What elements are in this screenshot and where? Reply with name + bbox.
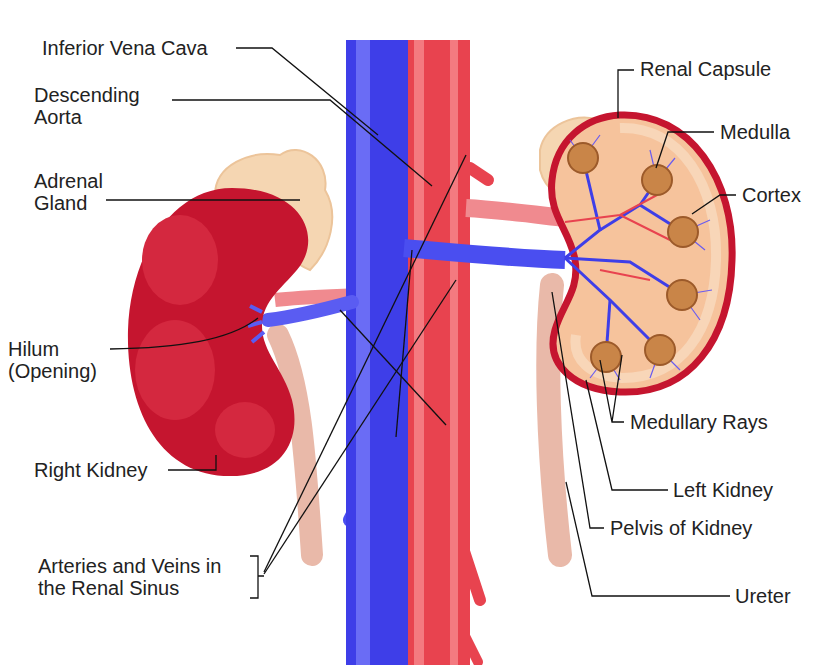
part-label: Pelvis of Kidney	[610, 517, 752, 539]
capillaries	[570, 135, 712, 380]
aorta-highlight	[450, 40, 458, 665]
label-text: Ureter	[735, 585, 791, 607]
part-label: Left Kidney	[673, 479, 773, 501]
part-label: Arteries and Veins in the Renal Sinus	[38, 555, 243, 599]
label-text: Hilum (Opening)	[8, 338, 97, 382]
label-text: Inferior Vena Cava	[42, 37, 208, 59]
part-label: Inferior Vena Cava	[42, 37, 208, 59]
left-renal-vein	[404, 248, 565, 260]
vena-cava-highlight	[356, 40, 370, 665]
part-label: Medulla	[720, 121, 790, 143]
label-text: Left Kidney	[673, 479, 773, 501]
label-text: Descending Aorta	[34, 84, 140, 128]
label-bracket	[250, 556, 264, 598]
kidney-lobe	[215, 402, 275, 458]
part-label: Renal Capsule	[640, 58, 771, 80]
label-text: Medullary Rays	[630, 411, 768, 433]
label-text: Arteries and Veins in the Renal Sinus	[38, 555, 221, 599]
part-label: Right Kidney	[34, 459, 147, 481]
aorta-highlight	[414, 40, 424, 665]
artery-branch	[470, 168, 488, 180]
label-text: Pelvis of Kidney	[610, 517, 752, 539]
aorta	[406, 40, 470, 665]
medulla-pyramids	[568, 143, 698, 372]
part-label: Descending Aorta	[34, 84, 164, 128]
leader-lines	[106, 48, 736, 596]
label-text: Renal Capsule	[640, 58, 771, 80]
renal-sinus-arteries	[565, 195, 670, 280]
left-kidney-section	[552, 115, 733, 392]
left-renal-artery	[466, 208, 565, 218]
label-text: Cortex	[742, 184, 801, 206]
part-label: Adrenal Gland	[34, 170, 134, 214]
part-label: Cortex	[742, 184, 801, 206]
kidney-lobe	[135, 320, 215, 420]
part-label: Medullary Rays	[630, 411, 768, 433]
kidney-lobe	[142, 215, 218, 305]
label-text: Medulla	[720, 121, 790, 143]
label-text: Right Kidney	[34, 459, 147, 481]
right-kidney	[128, 188, 308, 476]
renal-sinus-veins	[565, 158, 683, 357]
label-text: Adrenal Gland	[34, 170, 103, 214]
part-label: Hilum (Opening)	[8, 338, 118, 382]
part-label: Ureter	[735, 585, 791, 607]
right-renal-vein	[268, 302, 352, 320]
